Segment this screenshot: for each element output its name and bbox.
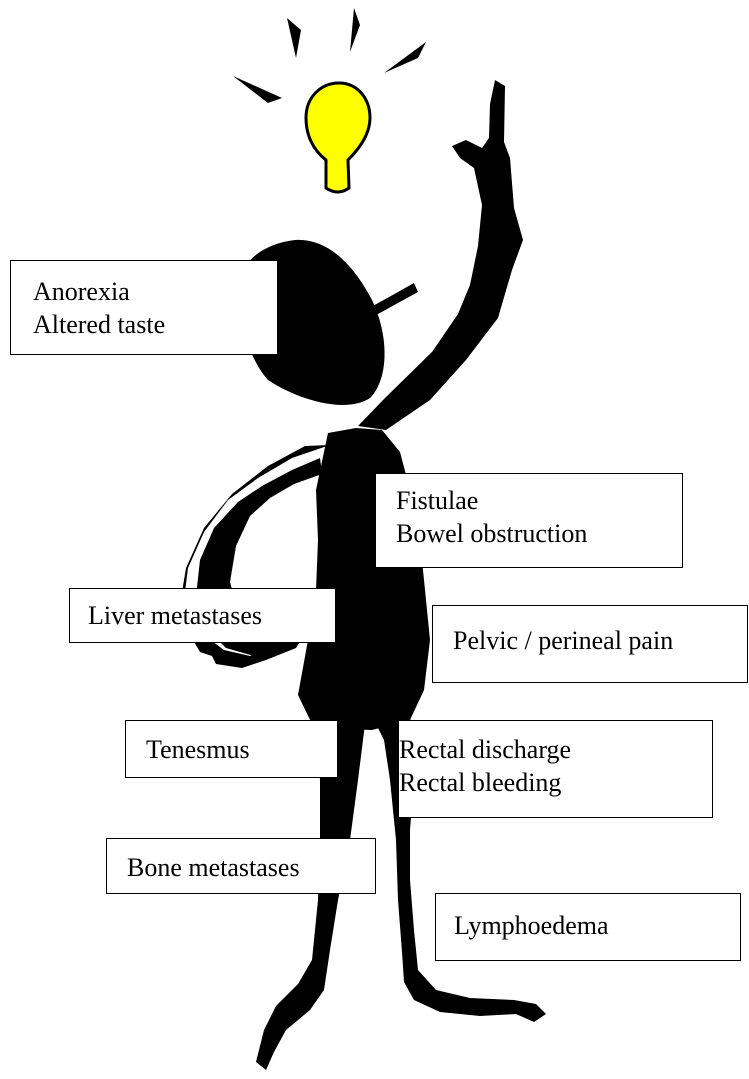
label-anorexia-line1: Anorexia <box>33 275 277 308</box>
label-bone-text: Bone metastases <box>127 851 375 884</box>
label-pelvic-pain: Pelvic / perineal pain <box>432 605 748 683</box>
label-bone-metastases: Bone metastases <box>106 838 376 894</box>
idea-ray-top-left <box>287 18 301 58</box>
raised-hand <box>358 80 523 430</box>
idea-ray-left <box>233 76 282 103</box>
label-tenesmus: Tenesmus <box>125 720 338 778</box>
label-liver-metastases: Liver metastases <box>69 588 336 643</box>
label-liver-text: Liver metastases <box>88 599 335 632</box>
label-lymph-text: Lymphoedema <box>454 909 740 942</box>
label-rectal-line2: Rectal bleeding <box>399 766 712 799</box>
idea-ray-right <box>384 42 426 73</box>
label-fistulae-line2: Bowel obstruction <box>396 517 682 550</box>
label-tenesmus-text: Tenesmus <box>146 733 337 766</box>
label-rectal-line1: Rectal discharge <box>399 733 712 766</box>
label-lymphoedema: Lymphoedema <box>435 893 741 961</box>
label-anorexia-line2: Altered taste <box>33 308 277 341</box>
idea-ray-top <box>350 8 360 52</box>
label-pelvic-text: Pelvic / perineal pain <box>453 624 747 657</box>
lightbulb-icon <box>306 83 370 192</box>
label-anorexia: Anorexia Altered taste <box>10 260 278 355</box>
label-fistulae: Fistulae Bowel obstruction <box>375 473 683 568</box>
label-rectal: Rectal discharge Rectal bleeding <box>398 720 713 818</box>
label-fistulae-line1: Fistulae <box>396 484 682 517</box>
